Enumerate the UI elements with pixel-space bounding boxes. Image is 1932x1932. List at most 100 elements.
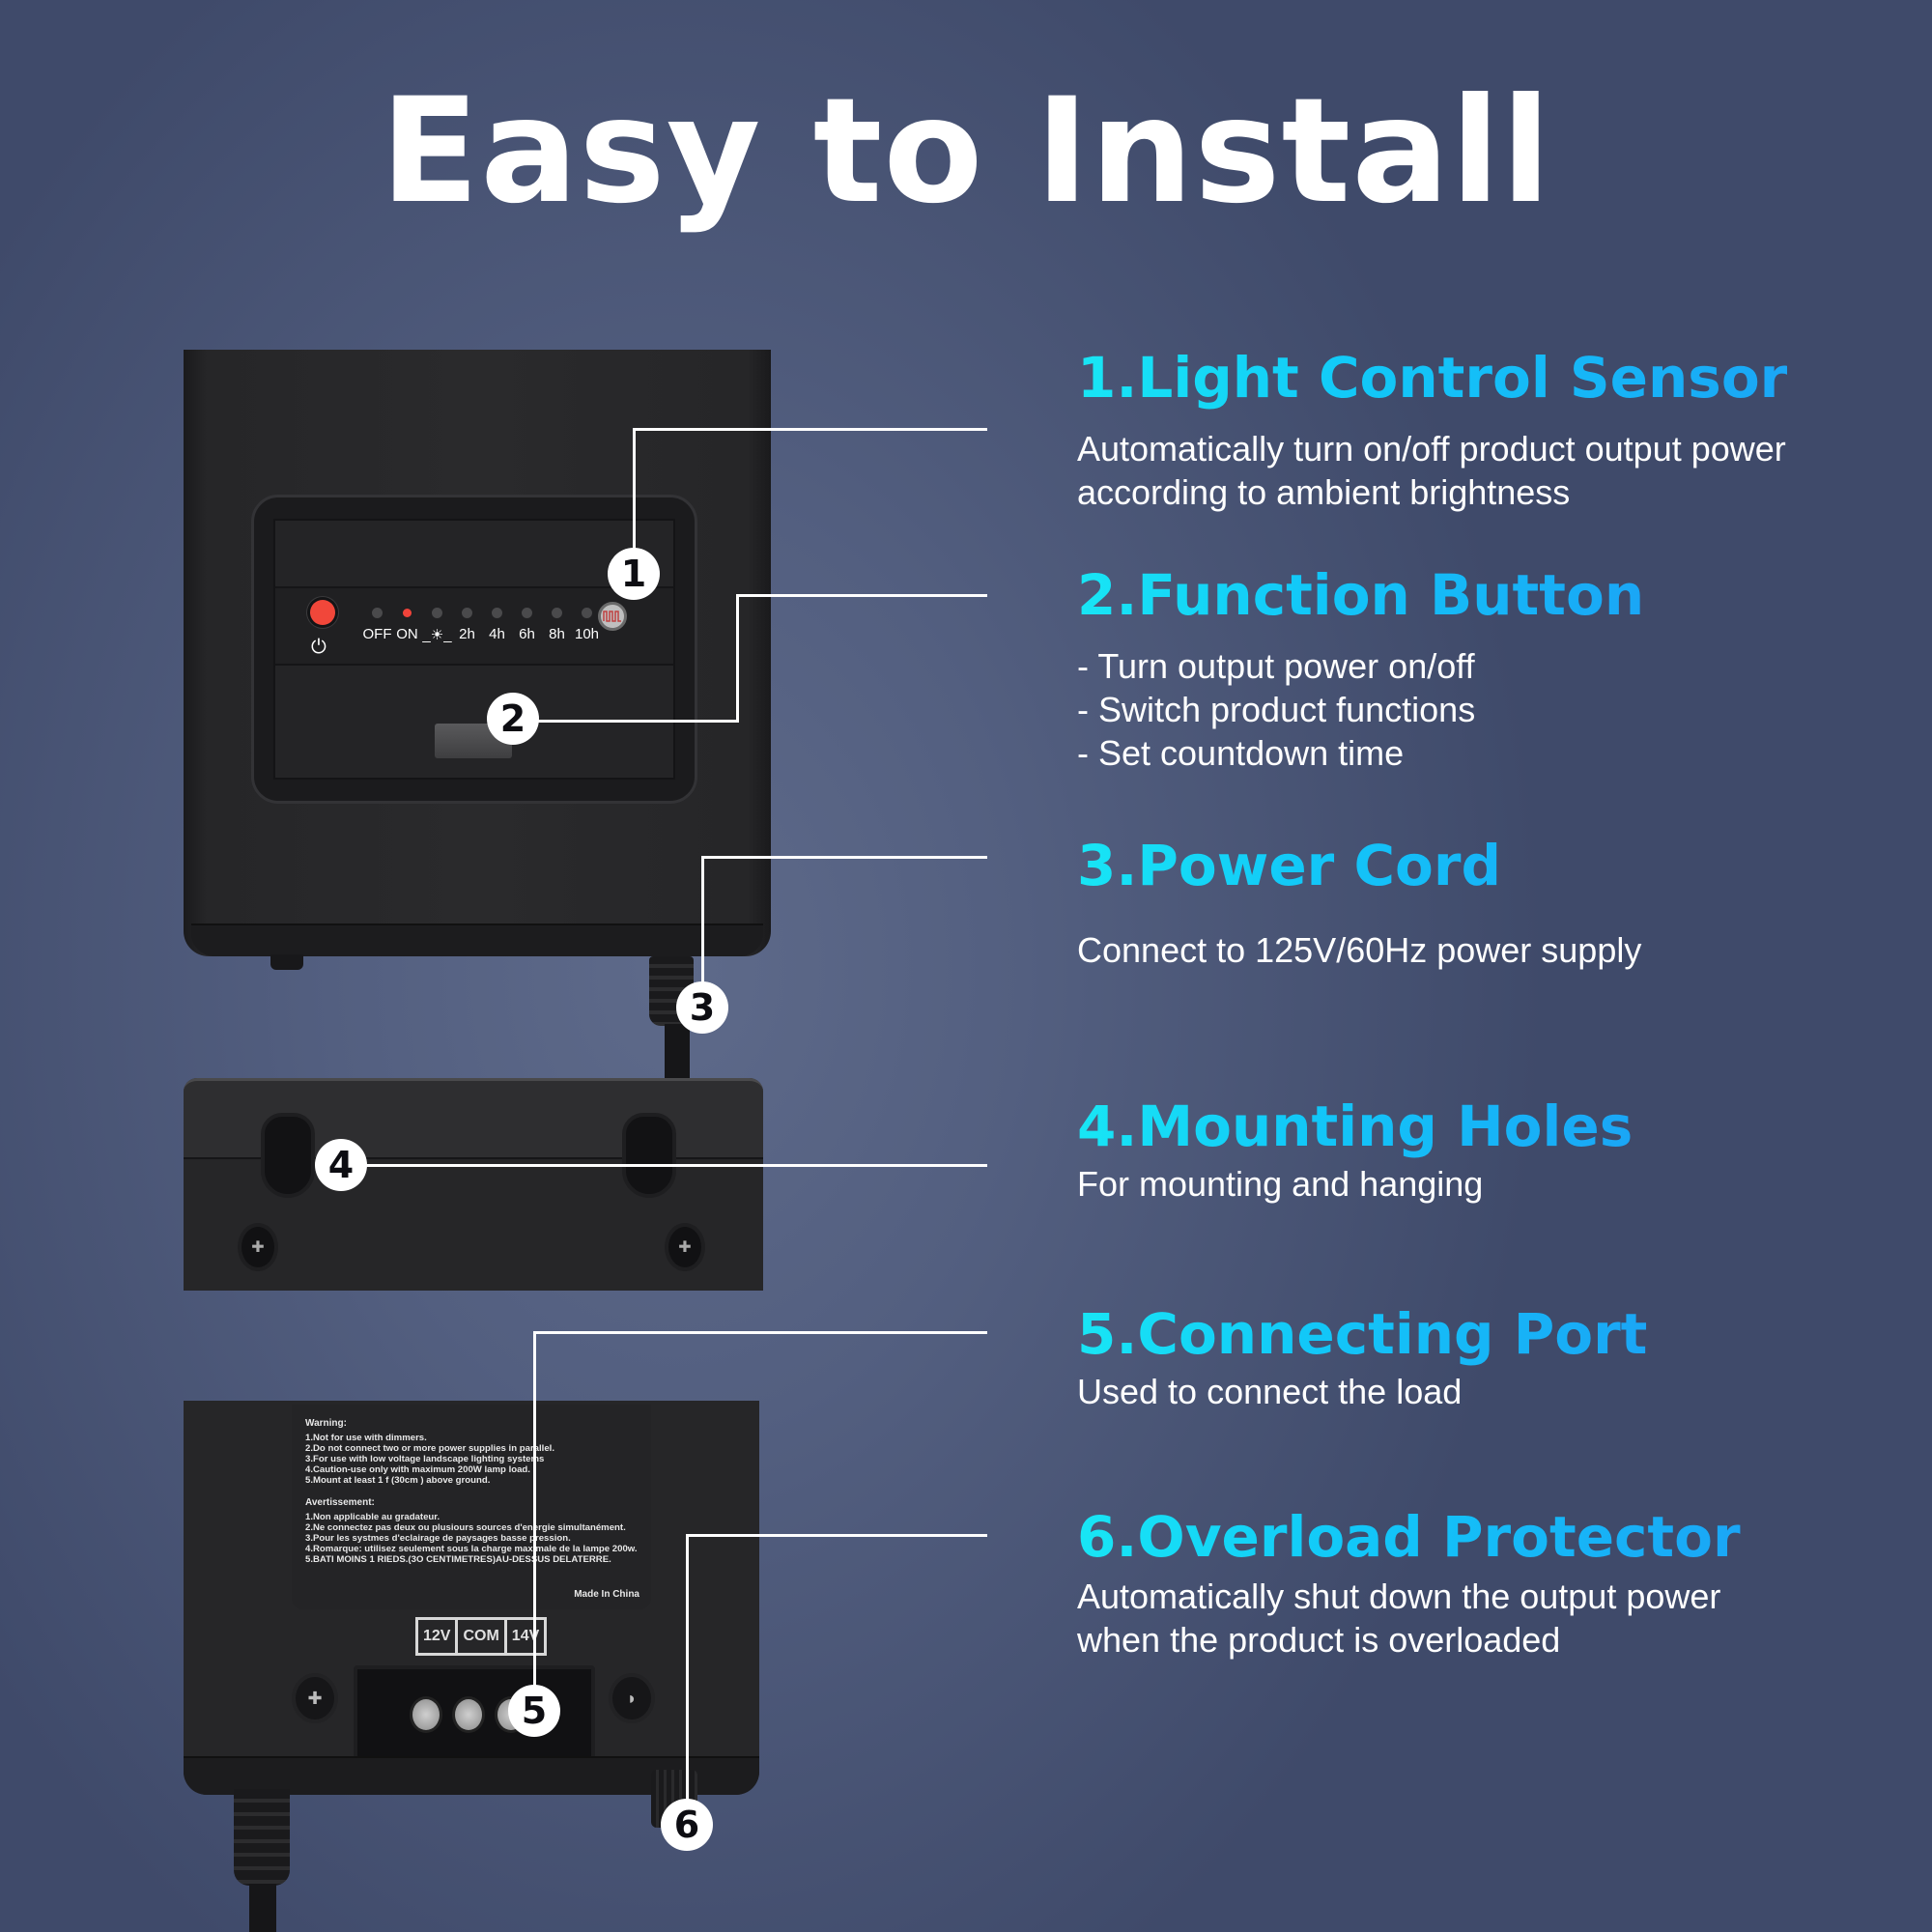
power-cord-strain-relief	[234, 1789, 290, 1886]
leader-line-3	[701, 856, 704, 1007]
callout-badge-6: 6	[661, 1799, 713, 1851]
warning-item: 1.Not for use with dimmers.	[305, 1433, 427, 1443]
feature-light-control-sensor: 1.Light Control Sensor Automatically tur…	[1077, 347, 1787, 514]
indicator-label: 2h	[459, 626, 475, 642]
power-cord	[249, 1884, 276, 1932]
feature-description: For mounting and hanging	[1077, 1163, 1484, 1204]
callout-badge-5: 5	[508, 1685, 560, 1737]
terminal-label-12v: 12V	[418, 1620, 459, 1653]
indicator-label: OFF	[362, 626, 392, 642]
indicator-on: ON	[392, 608, 422, 643]
feature-connecting-port: 5.Connecting Port Used to connect the lo…	[1077, 1301, 1648, 1413]
control-panel: ⏻ OFF ON _☀_ 2h 4h 6h 8h 10h	[251, 495, 697, 804]
feature-description: Used to connect the load	[1077, 1371, 1463, 1411]
leader-line-5	[533, 1331, 987, 1334]
indicator-off: OFF	[362, 608, 392, 643]
indicator-label: ON	[396, 626, 418, 642]
french-warning-item: 5.BATI MOINS 1 RIEDS.(3O CENTIMETRES)AU-…	[305, 1554, 611, 1565]
leader-line-3	[701, 856, 987, 859]
screw-icon: ✚	[665, 1223, 705, 1271]
french-warning-item: 3.Pour les systmes d'eclairage de paysag…	[305, 1533, 571, 1544]
indicator-10h: 10h	[572, 608, 602, 643]
led	[552, 608, 562, 618]
terminal-labels: 12V COM 14V	[415, 1617, 548, 1656]
feature-title: 2.Function Button	[1077, 562, 1645, 628]
callout-badge-4: 4	[315, 1139, 367, 1191]
light-sensor-icon	[598, 602, 627, 631]
power-button[interactable]	[310, 600, 335, 625]
callout-badge-2: 2	[487, 693, 539, 745]
feature-description: - Turn output power on/off	[1077, 645, 1475, 686]
leader-line-2	[512, 720, 739, 723]
warning-item: 4.Caution-use only with maximum 200W lam…	[305, 1464, 530, 1475]
warning-item: 2.Do not connect two or more power suppl…	[305, 1443, 555, 1454]
feature-description: - Set countdown time	[1077, 732, 1405, 773]
device-bottom-view: Warning: 1.Not for use with dimmers. 2.D…	[184, 1401, 759, 1795]
leader-line-4	[340, 1164, 987, 1167]
led	[522, 608, 532, 618]
indicator-leds: OFF ON _☀_ 2h 4h 6h 8h 10h	[362, 608, 602, 643]
indicator-6h: 6h	[512, 608, 542, 643]
leader-line-1	[633, 428, 987, 431]
indicator-2h: 2h	[452, 608, 482, 643]
led-active	[403, 609, 412, 617]
led	[432, 608, 442, 618]
callout-badge-1: 1	[608, 548, 660, 600]
feature-title: 4.Mounting Holes	[1077, 1094, 1634, 1159]
device-base	[191, 923, 763, 956]
indicator-8h: 8h	[542, 608, 572, 643]
indicator-label: 8h	[549, 626, 565, 642]
feature-mounting-holes: 4.Mounting Holes For mounting and hangin…	[1077, 1094, 1634, 1206]
screw-icon: ✚	[238, 1223, 278, 1271]
indicator-label: 6h	[519, 626, 535, 642]
feature-title: 3.Power Cord	[1077, 835, 1641, 897]
warning-label: Warning: 1.Not for use with dimmers. 2.D…	[292, 1405, 651, 1609]
terminal-label-14v: 14V	[511, 1628, 540, 1644]
feature-function-button: 2.Function Button - Turn output power on…	[1077, 562, 1645, 775]
french-warning-item: 1.Non applicable au gradateur.	[305, 1512, 440, 1522]
leader-line-1	[633, 428, 636, 573]
terminal-label-com: COM	[458, 1620, 507, 1653]
feature-description: according to ambient brightness	[1077, 471, 1571, 512]
feature-title: 5.Connecting Port	[1077, 1301, 1648, 1367]
screw-icon: ✚	[292, 1673, 338, 1723]
feature-description: - Switch product functions	[1077, 689, 1476, 729]
indicator-strip: ⏻ OFF ON _☀_ 2h 4h 6h 8h 10h	[275, 586, 673, 666]
warning-item: 3.For use with low voltage landscape lig…	[305, 1454, 545, 1464]
device-foot	[270, 954, 303, 970]
leader-line-5	[533, 1331, 536, 1712]
leader-line-2	[736, 594, 987, 597]
terminal-screw-icon	[452, 1696, 485, 1733]
device-back-view: ✚ ✚	[184, 1078, 763, 1291]
control-panel-inner: ⏻ OFF ON _☀_ 2h 4h 6h 8h 10h	[273, 519, 675, 780]
indicator-4h: 4h	[482, 608, 512, 643]
leader-line-6	[686, 1534, 689, 1824]
led	[462, 608, 472, 618]
feature-description: Automatically turn on/off product output…	[1077, 428, 1786, 469]
french-warning-item: 4.Romarque: utilisez seulement sous la c…	[305, 1544, 638, 1554]
screw-icon: ◗	[609, 1673, 655, 1723]
callout-badge-3: 3	[676, 981, 728, 1034]
mounting-hole-right	[622, 1113, 676, 1198]
feature-description: Connect to 125V/60Hz power supply	[1077, 929, 1642, 970]
made-in-label: Made In China	[574, 1589, 639, 1600]
indicator-label: 4h	[489, 626, 505, 642]
feature-power-cord: 3.Power Cord Connect to 125V/60Hz power …	[1077, 835, 1642, 972]
dusk-icon: _☀_	[422, 627, 452, 643]
page-title: Easy to Install	[380, 68, 1552, 236]
french-warning-title: Avertissement:	[305, 1497, 375, 1508]
feature-title: 6.Overload Protector	[1077, 1504, 1741, 1570]
indicator-label: 10h	[574, 626, 600, 642]
feature-overload-protector: 6.Overload Protector Automatically shut …	[1077, 1504, 1741, 1662]
leader-line-6	[686, 1534, 987, 1537]
french-warning-item: 2.Ne connectez pas deux ou plusiours sou…	[305, 1522, 626, 1533]
led	[492, 608, 502, 618]
led	[372, 608, 383, 618]
led	[582, 608, 592, 618]
mounting-hole-left	[261, 1113, 315, 1198]
leader-line-2	[736, 594, 739, 722]
feature-description: Automatically shut down the output power	[1077, 1576, 1721, 1616]
power-icon: ⏻	[311, 637, 327, 658]
feature-description: when the product is overloaded	[1077, 1619, 1561, 1660]
power-cord	[665, 1024, 690, 1080]
